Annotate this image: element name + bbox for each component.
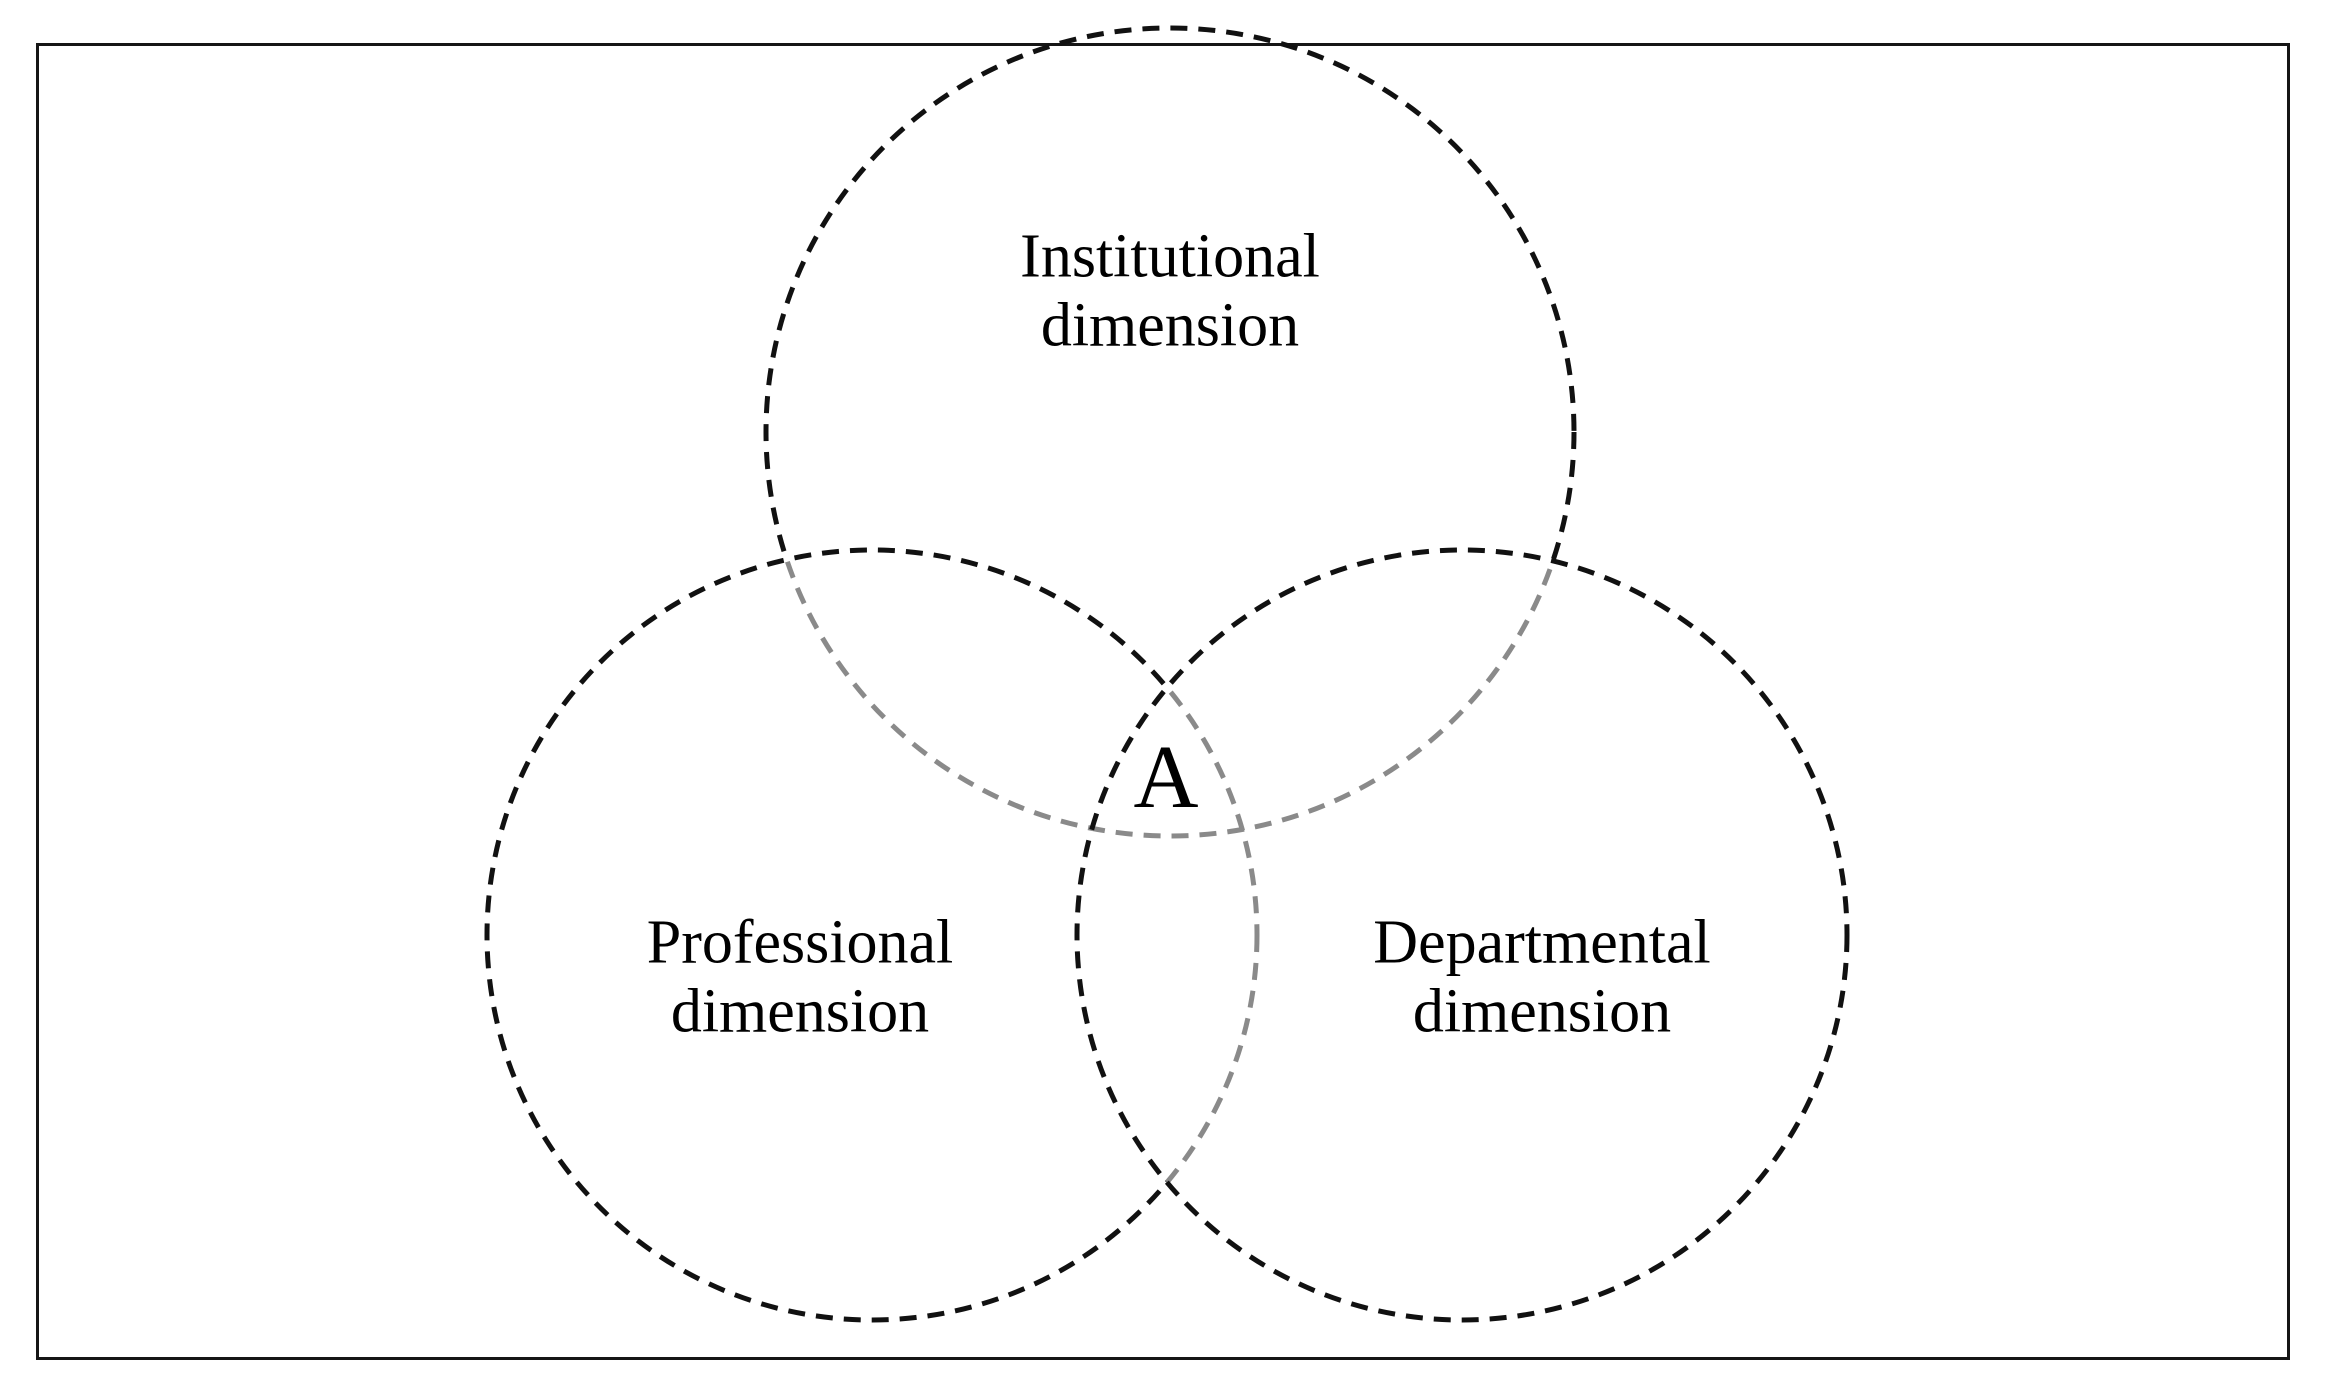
institutional-label-line-2: dimension (1040, 292, 1300, 360)
departmental-circle (1074, 547, 1850, 1323)
institutional-circle-occluded-arc (763, 550, 1577, 839)
professional-label-line-2: dimension (670, 978, 930, 1046)
intersection-label-a: A (1134, 733, 1199, 823)
departmental-label-line-1: Departmental (1373, 908, 1711, 977)
intersection-label-text: A (1133, 728, 1199, 827)
figure-frame (36, 43, 2290, 1360)
professional-circle (484, 547, 1260, 1323)
professional-dimension-label: Professional dimension (647, 909, 954, 1048)
departmental-dimension-label: Departmental dimension (1373, 909, 1710, 1048)
departmental-label-line-2: dimension (1412, 978, 1672, 1046)
institutional-dimension-label: Institutional dimension (1020, 223, 1320, 362)
institutional-circle (763, 25, 1577, 839)
institutional-label-line-1: Institutional (1020, 222, 1320, 291)
professional-label-line-1: Professional (646, 908, 954, 977)
